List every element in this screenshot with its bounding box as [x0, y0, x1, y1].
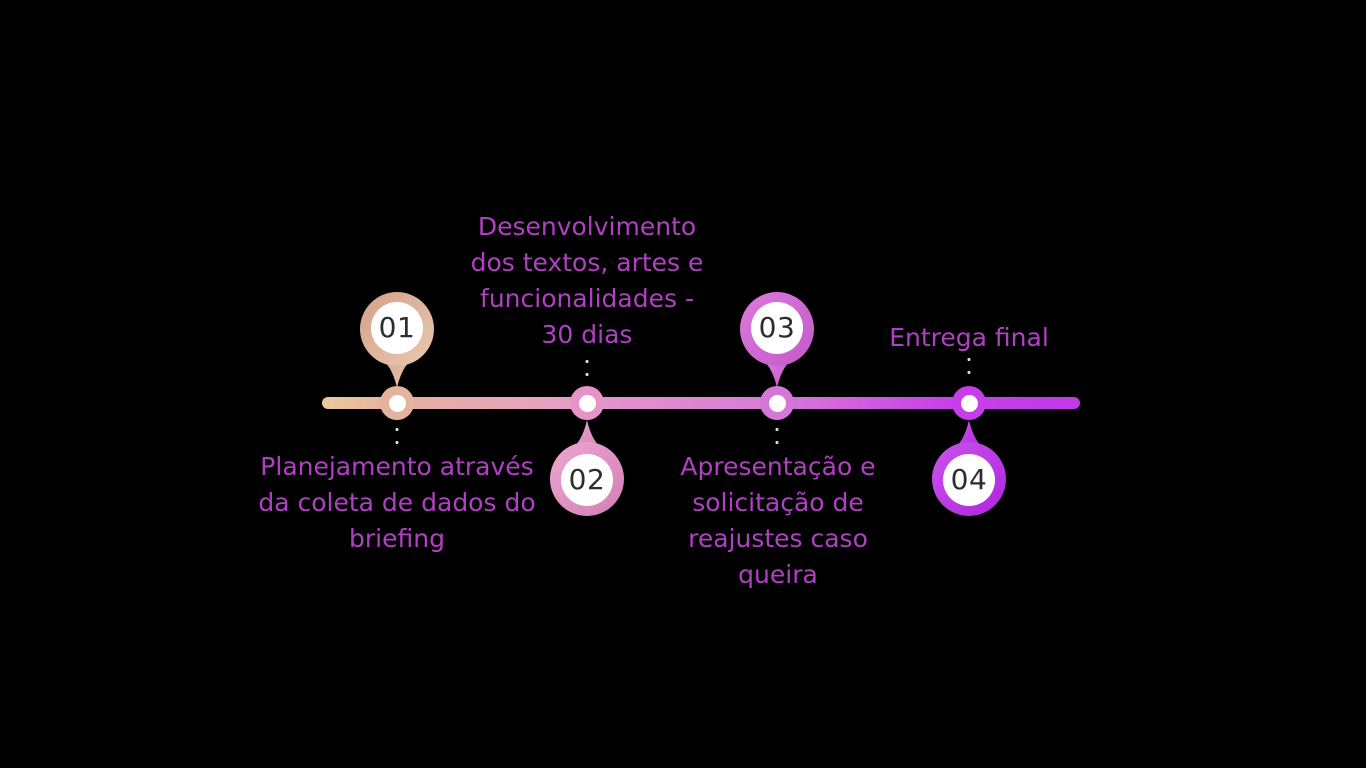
timeline-line [322, 397, 1080, 409]
dotted-connector-03 [775, 423, 779, 453]
timeline-node-02 [570, 386, 604, 420]
dotted-connector-04 [967, 353, 971, 382]
node-dot [960, 394, 978, 412]
pin-marker-03: 03 [740, 292, 814, 388]
step-number: 04 [951, 463, 988, 496]
timeline-node-01 [380, 386, 414, 420]
pin-marker-02: 02 [550, 420, 624, 516]
pin-inner-circle [943, 454, 995, 506]
step-label-02: Desenvolvimento dos textos, artes e func… [470, 212, 704, 349]
dotted-connector-02 [585, 355, 589, 382]
node-dot [578, 394, 596, 412]
dotted-connector-01 [395, 423, 399, 453]
step-number: 03 [759, 311, 796, 344]
pin-marker-01: 01 [360, 292, 434, 388]
node-dot [768, 394, 786, 412]
pin-inner-circle [751, 302, 803, 354]
pin-inner-circle [371, 302, 423, 354]
step-label-01: Planejamento através da coleta de dados … [258, 452, 536, 553]
step-number: 01 [379, 311, 416, 344]
pin-inner-circle [561, 454, 613, 506]
timeline-node-03 [760, 386, 794, 420]
pin-marker-04: 04 [932, 420, 1006, 516]
step-label-04: Entrega final [889, 323, 1049, 352]
node-dot [388, 394, 406, 412]
step-label-03: Apresentação e solicitação de reajustes … [680, 452, 876, 589]
step-number: 02 [569, 463, 606, 496]
timeline-node-04 [952, 386, 986, 420]
